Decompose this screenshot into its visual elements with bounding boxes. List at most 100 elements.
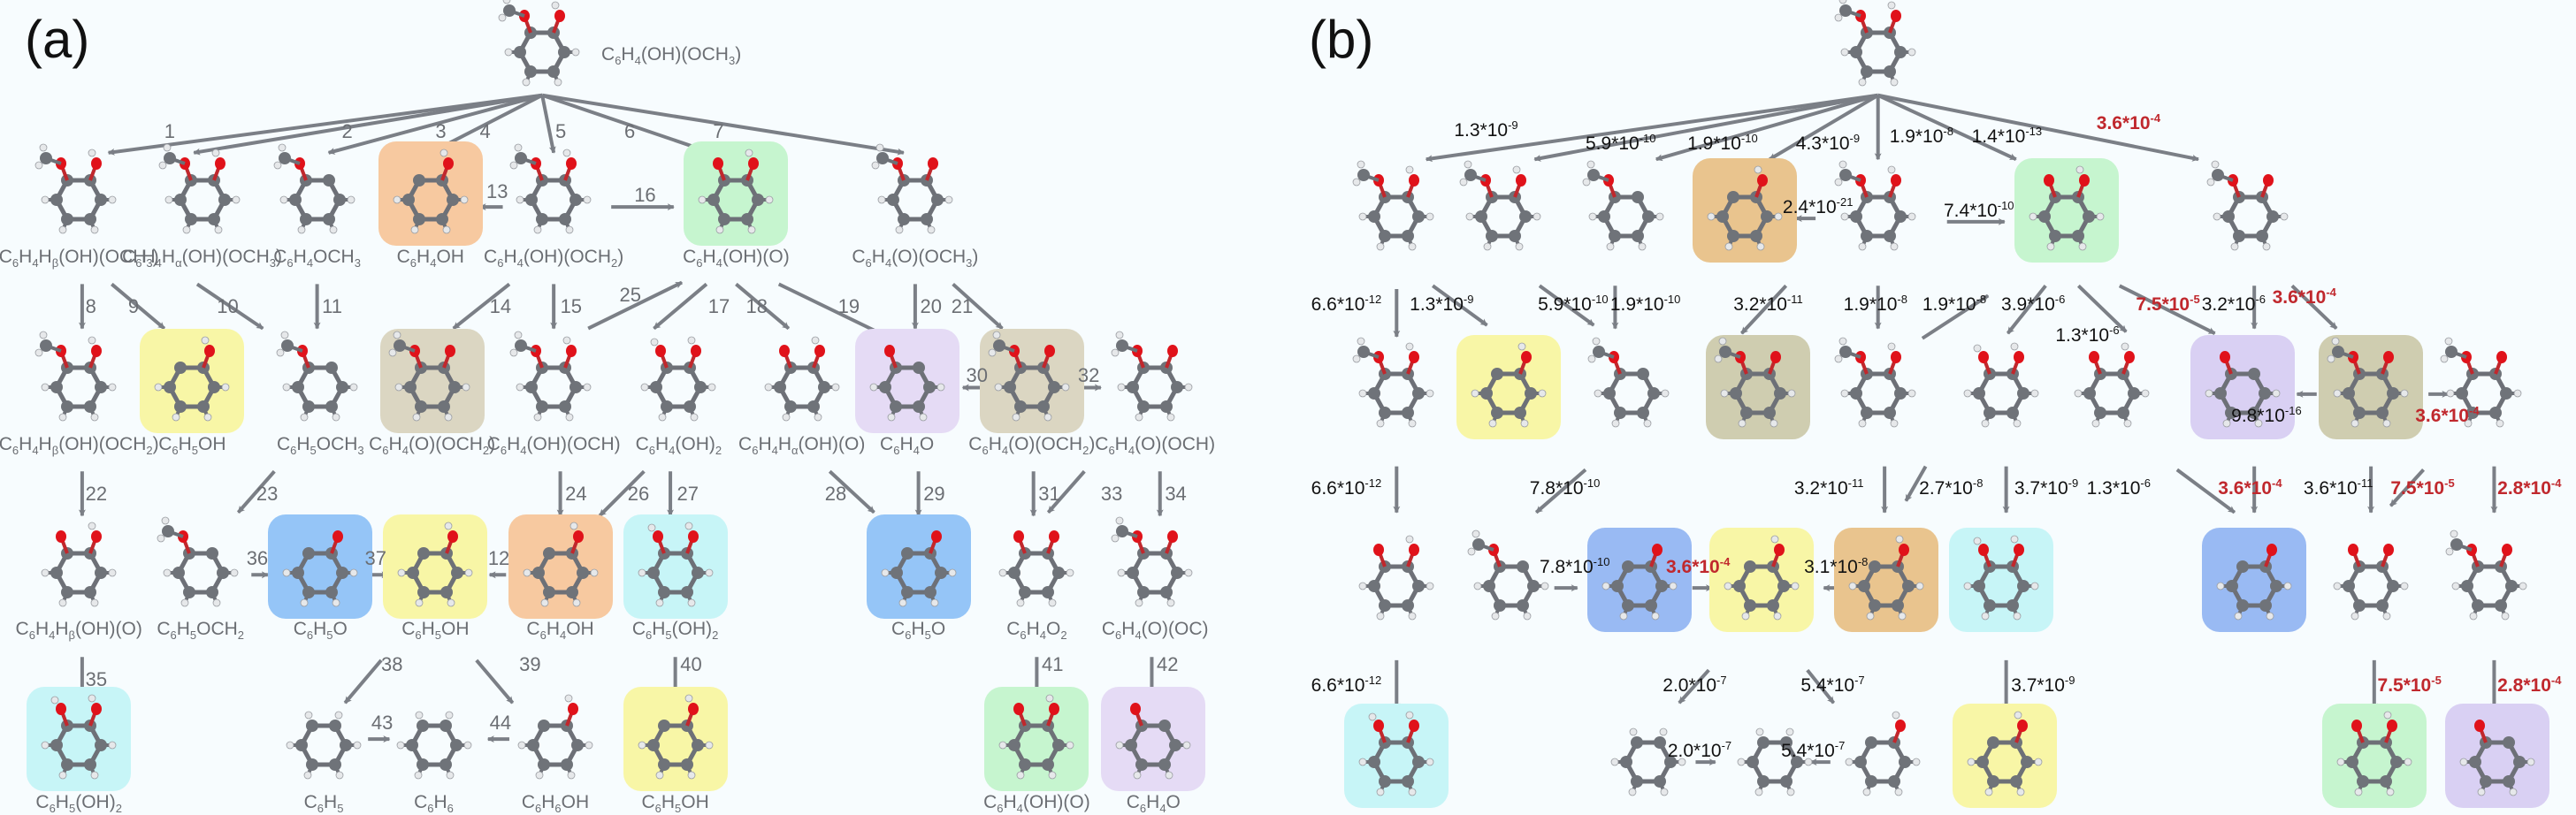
highlight-box [1693, 157, 1798, 263]
rate-constant-r31: 3.6*10-11 [2303, 476, 2373, 499]
molecule-formula: C6H5OH [401, 619, 470, 643]
molecule-a17 [1103, 329, 1207, 433]
highlight-box [1344, 703, 1449, 808]
molecule-b-25 [2319, 528, 2423, 632]
molecule-b-31 [1952, 703, 2057, 808]
reaction-number: 9 [127, 295, 140, 318]
molecule-a30 [503, 687, 608, 791]
reaction-number: 6 [624, 119, 636, 142]
rate-constant-r7: 3.6*10-4 [2096, 111, 2161, 134]
rate-constant-r16: 7.4*10-10 [1944, 198, 2014, 221]
highlight-box [1833, 527, 1938, 632]
molecule-b-22 [1833, 527, 1938, 632]
molecule-b-26 [2437, 528, 2542, 632]
reaction-number: 20 [920, 295, 942, 318]
rate-constant-r30: 9.8*10-16 [2231, 404, 2302, 427]
molecule-formula: C6H4(O)(OCH) [1095, 433, 1216, 457]
reaction-number: 43 [371, 711, 394, 734]
rate-constant-r20: 3.2*10-6 [2201, 292, 2266, 315]
rate-constant-r39: 5.4*10-7 [1800, 673, 1865, 696]
rate-constant-r28: 1.3*10-6 [2086, 476, 2151, 499]
highlight-box [268, 514, 373, 619]
reaction-arrow [475, 659, 515, 705]
molecule-a12 [501, 329, 606, 433]
highlight-box [1708, 527, 1814, 632]
reaction-number: 8 [85, 295, 96, 318]
highlight-box [2190, 335, 2296, 440]
molecule-formula: C6H6 [414, 791, 454, 815]
reaction-number: 13 [485, 180, 508, 203]
molecule-a7 [863, 141, 967, 246]
molecule-a20 [268, 514, 373, 619]
reaction-number: 18 [745, 295, 768, 318]
molecule-a23 [623, 514, 728, 619]
molecule-formula: C6H4(OH)(O) [683, 246, 790, 270]
panel-label-b: (b) [1309, 10, 1374, 69]
molecule-a25 [984, 514, 1089, 619]
reaction-arrow [452, 282, 511, 331]
highlight-box [2445, 703, 2550, 808]
highlight-box [1101, 687, 1206, 792]
root-formula: C6H4(OH)(OCH3) [601, 44, 742, 68]
reaction-number: 32 [1077, 364, 1100, 387]
molecule-a2 [150, 141, 255, 246]
panel-label-a: (a) [25, 10, 90, 69]
rate-constant-r3: 1.9*10-10 [1687, 131, 1758, 154]
reaction-arrow [327, 93, 543, 155]
reaction-arrow [1538, 284, 1595, 327]
reaction-number: 22 [85, 483, 108, 506]
rate-constant-r14: 3.2*10-11 [1733, 292, 1803, 315]
reaction-number: 39 [519, 653, 541, 676]
rate-constant-r19: 7.5*10-5 [2136, 292, 2200, 315]
molecule-a19 [149, 514, 253, 619]
molecule-a1 [27, 141, 131, 246]
rate-constant-r37: 3.6*10-4 [1666, 555, 1731, 577]
molecule-b-7 [2198, 158, 2303, 263]
molecule-formula: C6H4Hβ(OH)(O) [15, 619, 142, 643]
reaction-arrow [1904, 465, 1928, 502]
molecule-formula: C6H5OCH2 [157, 619, 245, 643]
reaction-arrow [587, 280, 683, 331]
molecule-b-24 [2202, 527, 2307, 632]
reaction-number: 3 [435, 119, 447, 142]
molecule-b-root [1826, 0, 1930, 98]
molecule-formula: C6H4Hβ(OH)(OCH3) [0, 246, 159, 270]
rate-constant-r4: 4.3*10-9 [1795, 131, 1861, 154]
reaction-number: 16 [634, 184, 656, 207]
molecule-b-29 [1723, 704, 1827, 808]
reaction-number: 15 [560, 295, 583, 318]
reaction-number: 19 [837, 295, 860, 318]
molecule-b-21 [1708, 527, 1814, 632]
molecule-b-28 [1596, 704, 1701, 808]
highlight-box [508, 514, 613, 619]
molecule-b-33 [2445, 703, 2550, 808]
molecule-formula: C6H4O [880, 433, 935, 457]
reaction-number: 30 [966, 364, 988, 387]
molecule-b-8 [1344, 335, 1449, 439]
reaction-number: 36 [246, 546, 269, 569]
molecule-formula: C6H4(OH)(O) [983, 791, 1090, 815]
reaction-number: 1 [164, 119, 176, 142]
highlight-box [2321, 703, 2427, 808]
molecule-b-14 [2060, 335, 2164, 439]
rate-constant-r1: 1.3*10-9 [1454, 118, 1518, 141]
molecule-b-15 [2190, 335, 2296, 440]
reaction-number: 28 [824, 483, 847, 506]
rate-constant-r27: 3.7*10-9 [2014, 476, 2079, 499]
rate-constant-r12: 3.1*10-8 [1804, 555, 1869, 577]
reaction-arrow [1533, 93, 1879, 162]
reaction-arrow [598, 469, 646, 517]
molecule-a21 [383, 514, 488, 619]
rate-constant-r38: 2.0*10-7 [1663, 673, 1727, 696]
reaction-number: 17 [707, 295, 730, 318]
reaction-arrow [2389, 468, 2426, 507]
molecule-formula: C6H5O [891, 619, 946, 643]
reaction-arrow [1425, 93, 1878, 163]
highlight-box [1952, 703, 2057, 808]
molecule-formula: C6H5OH [641, 791, 709, 815]
molecule-formula: C6H4Hα(OH)(OCH3) [122, 246, 282, 270]
molecule-formula: C6H4Hα(OH)(O) [738, 433, 866, 457]
molecule-b-3 [1574, 158, 1678, 263]
